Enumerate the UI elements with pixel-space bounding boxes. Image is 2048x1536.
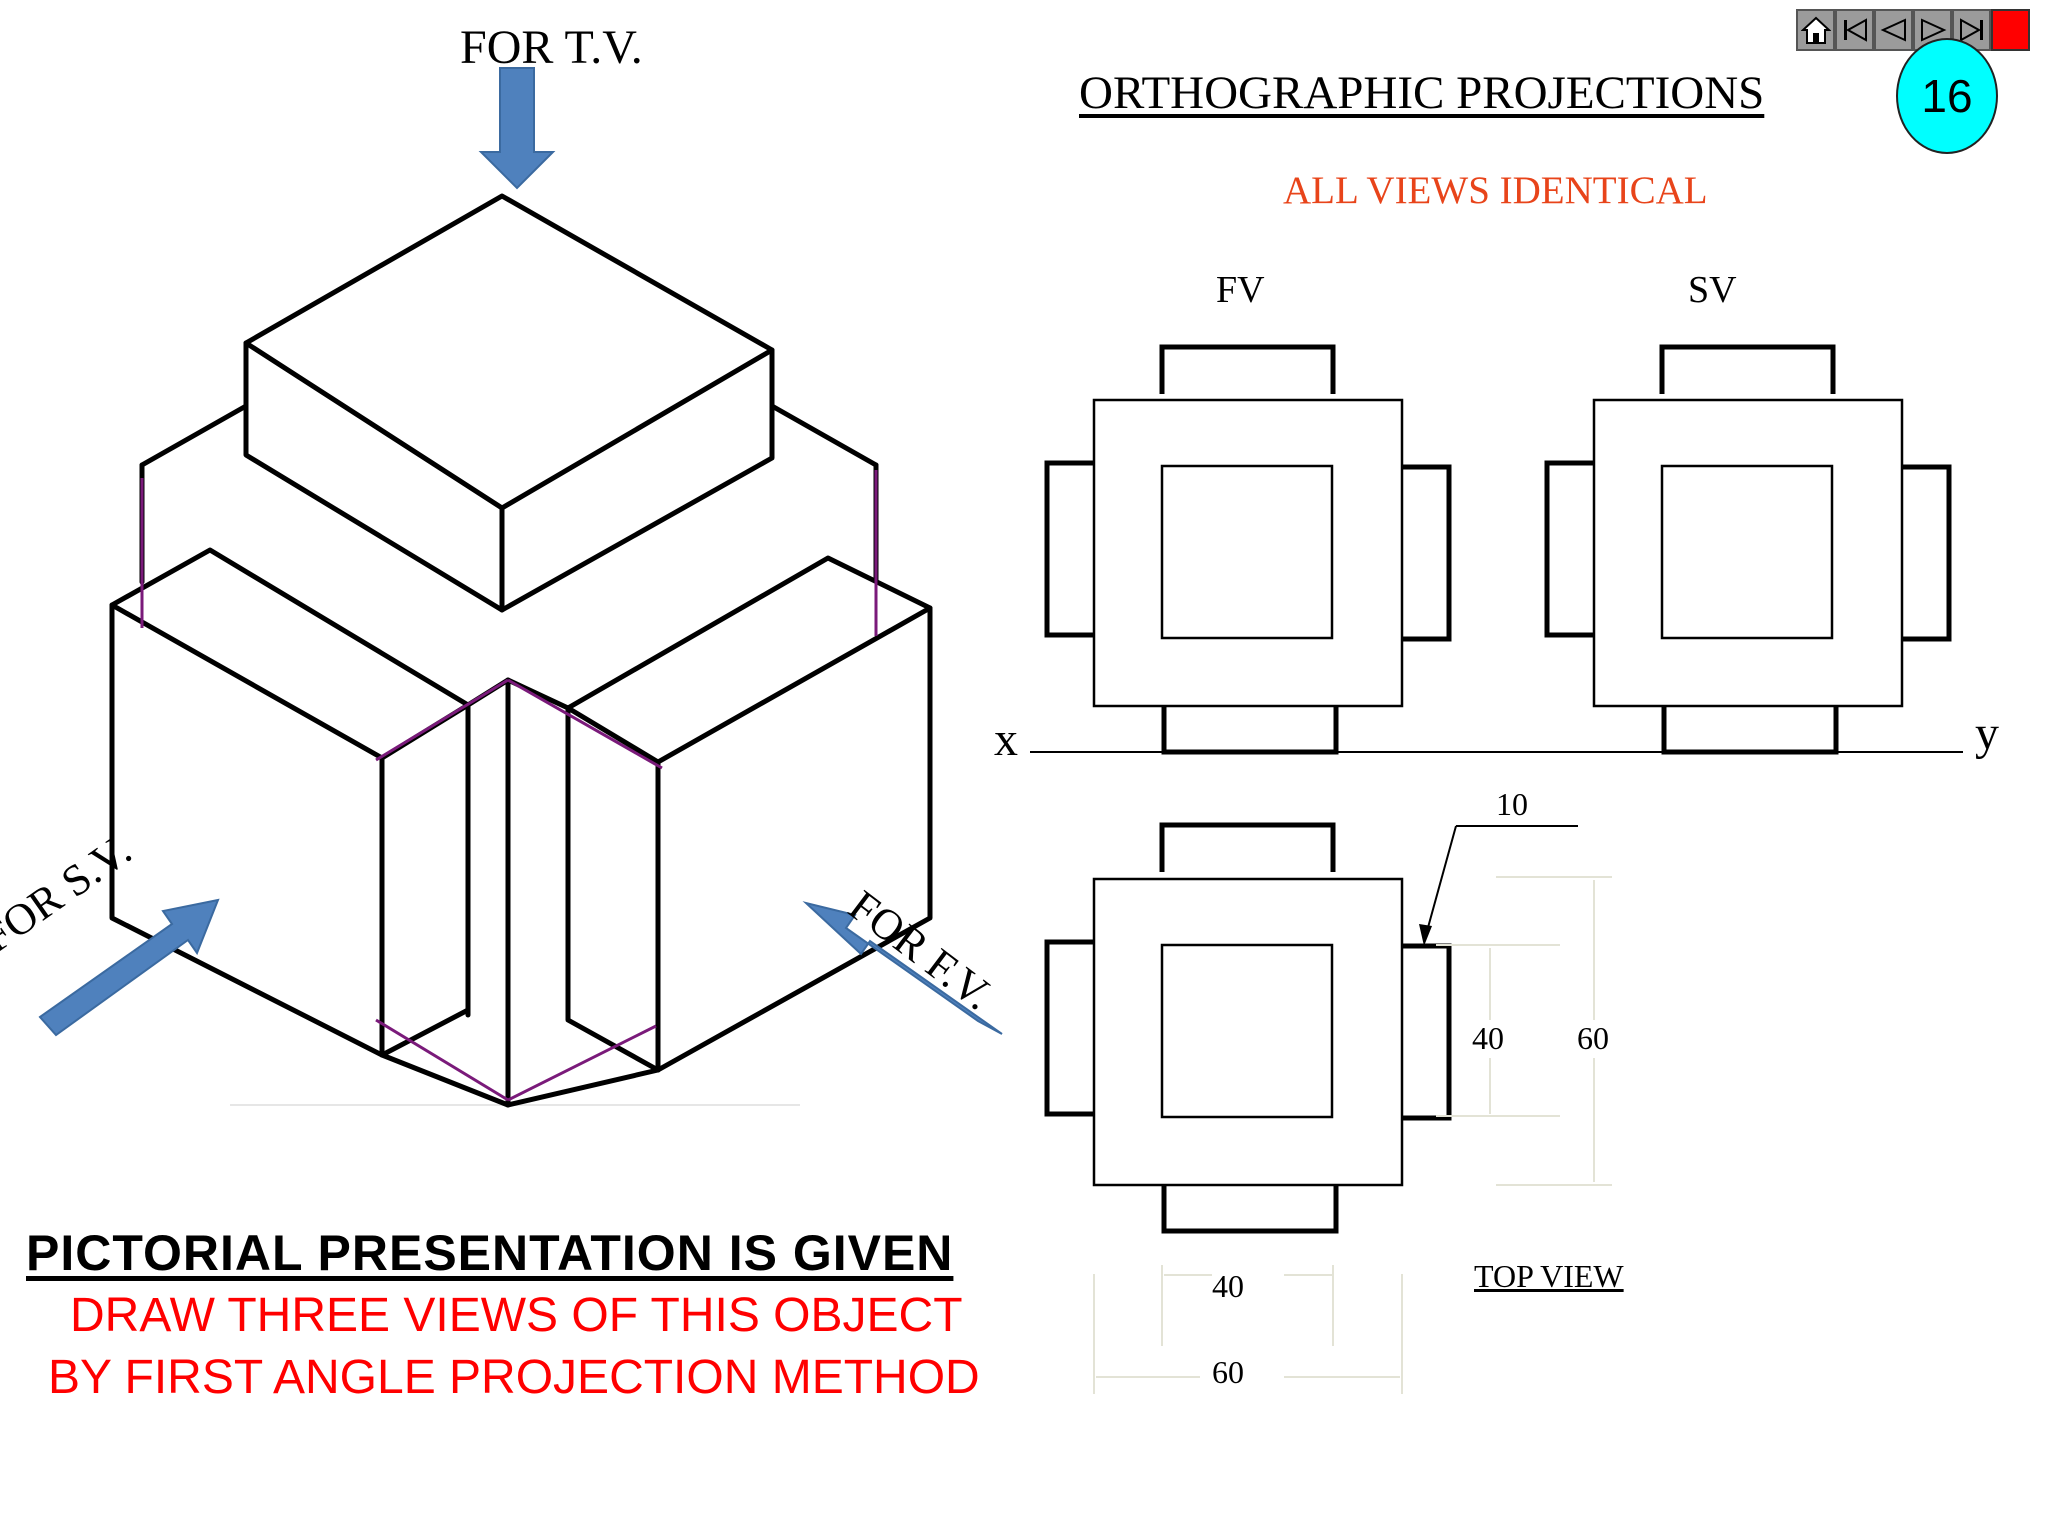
slide-number: 16 — [1921, 70, 1973, 122]
right-wing-front-face — [565, 705, 661, 1073]
right-wing-right-face — [655, 605, 933, 1073]
page-subtitle: ALL VIEWS IDENTICAL — [1283, 169, 1708, 212]
previous-slide-icon[interactable] — [1874, 9, 1913, 51]
isometric-object — [109, 193, 933, 1108]
dimension-10: 10 — [1496, 786, 1528, 822]
home-icon[interactable] — [1796, 9, 1835, 51]
tv-arrow-icon — [478, 67, 556, 190]
top-view-drawing — [1044, 822, 1452, 1234]
side-view-drawing — [1544, 344, 1952, 755]
stop-button[interactable] — [1991, 9, 2030, 51]
instruction-line-2: DRAW THREE VIEWS OF THIS OBJECT — [70, 1289, 963, 1342]
instruction-heading: PICTORIAL PRESENTATION IS GIVEN — [26, 1225, 954, 1281]
top-view-label: TOP VIEW — [1474, 1258, 1624, 1294]
x-label: x — [994, 713, 1018, 766]
front-view-drawing — [1044, 344, 1452, 755]
page-title: ORTHOGRAPHIC PROJECTIONS — [1079, 67, 1765, 119]
for-tv-label: FOR T.V. — [460, 21, 643, 74]
top-block-right-face — [499, 347, 775, 613]
slide-number-badge: 16 — [1896, 38, 1998, 154]
dimension-lines — [1419, 825, 1578, 946]
fv-label: FV — [1216, 269, 1265, 311]
left-wing-top-face — [109, 547, 471, 761]
instruction-line-3: BY FIRST ANGLE PROJECTION METHOD — [48, 1351, 980, 1404]
dimension-40-horizontal: 40 — [1212, 1268, 1244, 1304]
top-block-top-face — [243, 193, 775, 511]
dimension-40-vertical: 40 — [1472, 1020, 1504, 1056]
first-slide-icon[interactable] — [1835, 9, 1874, 51]
sv-arrow-icon — [38, 898, 220, 1037]
hidden-lines — [140, 470, 878, 1102]
sv-label: SV — [1688, 269, 1737, 311]
fv-arrow-icon — [802, 901, 1003, 1035]
top-block-left-face — [243, 340, 505, 613]
dimension-60-horizontal: 60 — [1212, 1354, 1244, 1390]
left-wing-front-face — [379, 702, 471, 1058]
middle-plate-left-edge — [139, 403, 249, 468]
dimension-60-vertical: 60 — [1577, 1020, 1609, 1056]
middle-plate-right-edge — [769, 403, 879, 468]
light-dimension-lines — [1093, 876, 1612, 1394]
navigation-bar — [1796, 9, 2030, 53]
viewing-arrows — [38, 67, 1003, 1037]
y-label: y — [1975, 707, 1999, 760]
